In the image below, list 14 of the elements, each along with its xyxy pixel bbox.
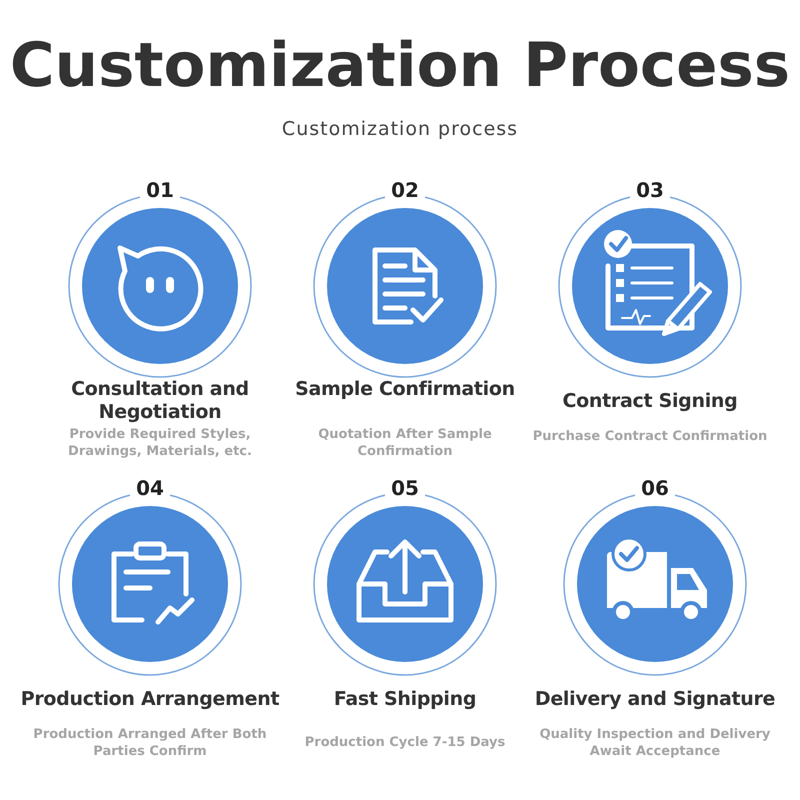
step-title: Fast Shipping bbox=[332, 688, 478, 711]
step-title: Contract Signing bbox=[562, 390, 738, 413]
subtitle: Customization process bbox=[280, 118, 520, 140]
step-description: Production Arranged After Both Parties Confirm bbox=[32, 726, 268, 760]
step-title: Consultation and Negotiation bbox=[70, 378, 250, 424]
step-description: Quality Inspection and Delivery Await Acceptance bbox=[538, 726, 772, 760]
step-description: Purchase Contract Confirmation bbox=[532, 428, 768, 445]
step-title: Production Arrangement bbox=[20, 688, 280, 711]
step-description: Provide Required Styles, Drawings, Materials, etc. bbox=[67, 426, 253, 460]
step-title: Sample Confirmation bbox=[294, 378, 516, 401]
page-title: Customization Process bbox=[8, 32, 792, 100]
step-description: Production Cycle 7-15 Days bbox=[304, 734, 506, 751]
step-description: Quotation After Sample Confirmation bbox=[317, 426, 493, 460]
step-title: Delivery and Signature bbox=[534, 688, 776, 711]
